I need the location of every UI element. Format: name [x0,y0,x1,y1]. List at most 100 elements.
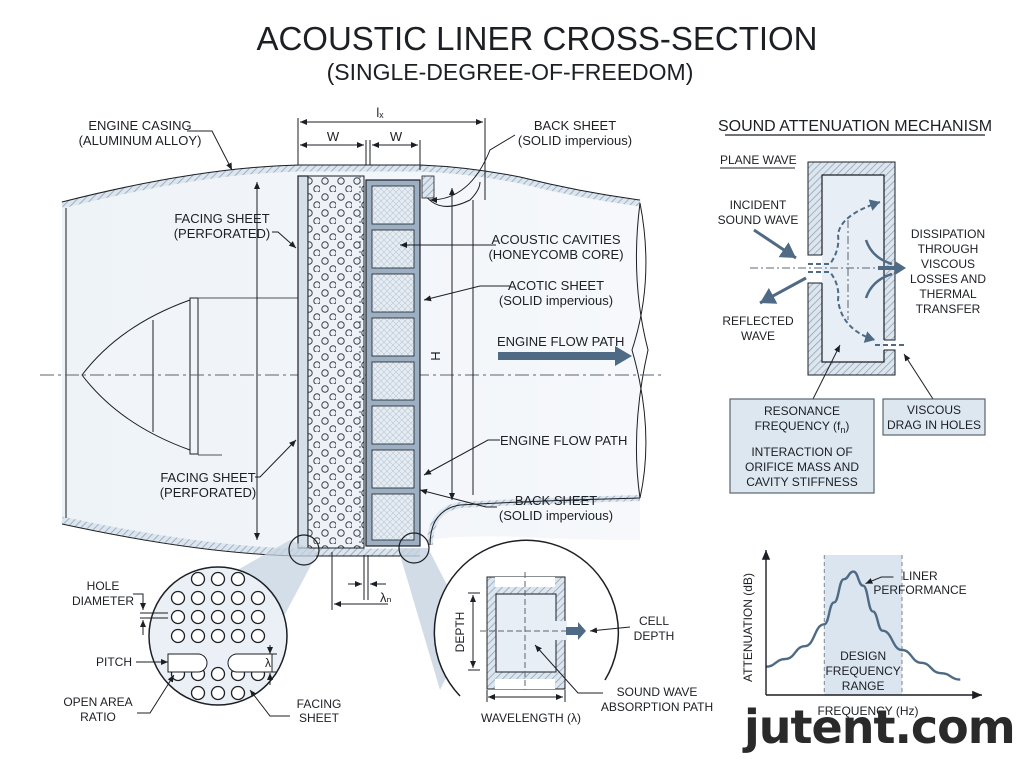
band-label-3: RANGE [842,679,885,693]
perforation-hole [190,571,206,587]
dim-width-2: W [390,129,403,144]
annotation-leader [865,576,894,585]
label-acoustic-cavities-2: (HONEYCOMB CORE) [488,247,623,262]
label-pitch: PITCH [96,655,132,669]
x-axis-label: FREQUENCY (Hz) [817,704,918,718]
perforation-hole [250,609,266,625]
resonance-body-2: ORIFICE MASS AND [745,460,859,474]
label-back-sheet-bottom-2: (SOLID impervious) [499,508,613,523]
engine-casing-top [61,164,641,209]
svg-text:TRANSFER: TRANSFER [916,302,981,316]
label-facing-sheet-top-2: (PERFORATED) [174,226,271,241]
label-open-area-1: OPEN AREA [63,695,132,709]
band-label-2: FREQUENCY [825,664,900,678]
label-engine-flow-path: ENGINE FLOW PATH [497,334,624,349]
perforation-hole [210,628,226,644]
svg-text:LOSSES AND: LOSSES AND [910,272,986,286]
label-depth: DEPTH [453,612,467,653]
detail-marker-1 [288,534,320,566]
perforation-hole [170,590,186,606]
svg-text:DISSIPATION: DISSIPATION [911,227,985,241]
perforation-hole [230,571,246,587]
dim-width-1: W [327,129,340,144]
perforation-hole [190,685,206,701]
perforation-hole [250,590,266,606]
label-sound-path-1: SOUND WAVE [617,685,698,699]
band-label-1: DESIGN [840,649,886,663]
label-hole-1: HOLE [87,579,120,593]
page-subtitle: (SINGLE-DEGREE-OF-FREEDOM) [327,59,694,85]
perforation-hole [210,609,226,625]
viscous-box [882,398,986,436]
label-incident-1: INCIDENT [730,198,787,212]
mechanism-title: SOUND ATTENUATION MECHANISM [718,118,992,135]
label-engine-casing-1: ENGINE CASING [88,118,191,133]
perforation-hole [230,628,246,644]
label-back-sheet-top-1: BACK SHEET [534,118,616,133]
label-plane-wave: PLANE WAVE [720,153,797,167]
page-title: ACOUSTIC LINER CROSS-SECTION [256,20,817,57]
label-incident-2: SOUND WAVE [718,213,799,227]
perforation-hole [230,609,246,625]
detail-facing-sheet: HOLE DIAMETER PITCH OPEN AREA RATIO FACI… [63,534,342,725]
liner-performance-curve [765,570,961,681]
label-reflected-1: REFLECTED [722,314,794,328]
label-wavelength: WAVELENGTH (λ) [481,711,581,725]
design-frequency-band [824,555,902,695]
annotation-label-2: PERFORMANCE [873,583,966,597]
perforation-hole [210,666,226,682]
perforated-layer [307,175,365,549]
label-facing-sheet-detail-2: SHEET [299,711,340,725]
perforation-hole [230,685,246,701]
label-acotic-sheet-2: (SOLID impervious) [499,293,613,308]
dimension-lines [254,118,486,610]
perforation-hole [190,628,206,644]
resonance-line1: RESONANCE [764,404,840,418]
viscous-line1: VISCOUS [907,403,961,417]
label-facing-sheet-bottom-1: FACING SHEET [160,470,255,485]
label-open-area-2: RATIO [80,710,116,724]
label-facing-sheet-detail-1: FACING [297,697,342,711]
leader-lines [187,130,516,508]
dim-height: H [428,351,443,360]
resonance-box [729,398,875,494]
label-hole-2: DIAMETER [72,594,134,608]
svg-text:THERMAL: THERMAL [919,287,977,301]
label-back-sheet-top-2: (SOLID impervious) [518,133,632,148]
svg-text:VISCOUS: VISCOUS [921,257,975,271]
facing-sheet [297,175,309,549]
flow-arrow [498,346,632,366]
resonance-body-1: INTERACTION OF [751,445,852,459]
label-cell-depth-1: CELL [639,614,669,628]
label-engine-casing-2: (ALUMINUM ALLOY) [79,133,202,148]
detail-marker-2 [398,532,430,564]
resonance-line2: FREQUENCY (fn) [755,419,850,435]
label-sound-path-2: ABSORPTION PATH [601,700,713,714]
label-acoustic-cavities-1: ACOUSTIC CAVITIES [491,232,620,247]
dissipation-label: DISSIPATION THROUGH VISCOUS LOSSES AND T… [910,227,986,316]
viscous-line2: DRAG IN HOLES [887,418,981,432]
perforation-hole [230,590,246,606]
label-reflected-2: WAVE [741,329,775,343]
perforation-hole [190,609,206,625]
label-lambda: λ [265,656,271,670]
label-cell-depth-2: DEPTH [634,629,675,643]
perforation-hole [170,609,186,625]
mechanism-panel: SOUND ATTENUATION MECHANISM PLANE WAVE I… [718,118,992,494]
perforation-hole [250,628,266,644]
y-axis-label: ATTENUATION (dB) [741,573,755,682]
detail-cell: DEPTH CELL DEPTH SOUND WAVE ABSORPTION P… [398,532,713,725]
dim-total-width: lₓ [376,105,384,120]
label-acotic-sheet-1: ACOTIC SHEET [508,278,604,293]
perforation-hole [170,628,186,644]
label-engine-flow-path-lower: ENGINE FLOW PATH [500,433,627,448]
label-facing-sheet-top-1: FACING SHEET [174,211,269,226]
perforation-hole [210,590,226,606]
resonance-body-3: CAVITY STIFFNESS [746,475,858,489]
perforation-hole [210,571,226,587]
dim-lambda-n: λₙ [380,590,392,605]
attenuation-chart: FREQUENCY (Hz) ATTENUATION (dB) DESIGN F… [741,550,982,718]
perforation-hole [210,685,226,701]
label-facing-sheet-bottom-2: (PERFORATED) [160,485,257,500]
